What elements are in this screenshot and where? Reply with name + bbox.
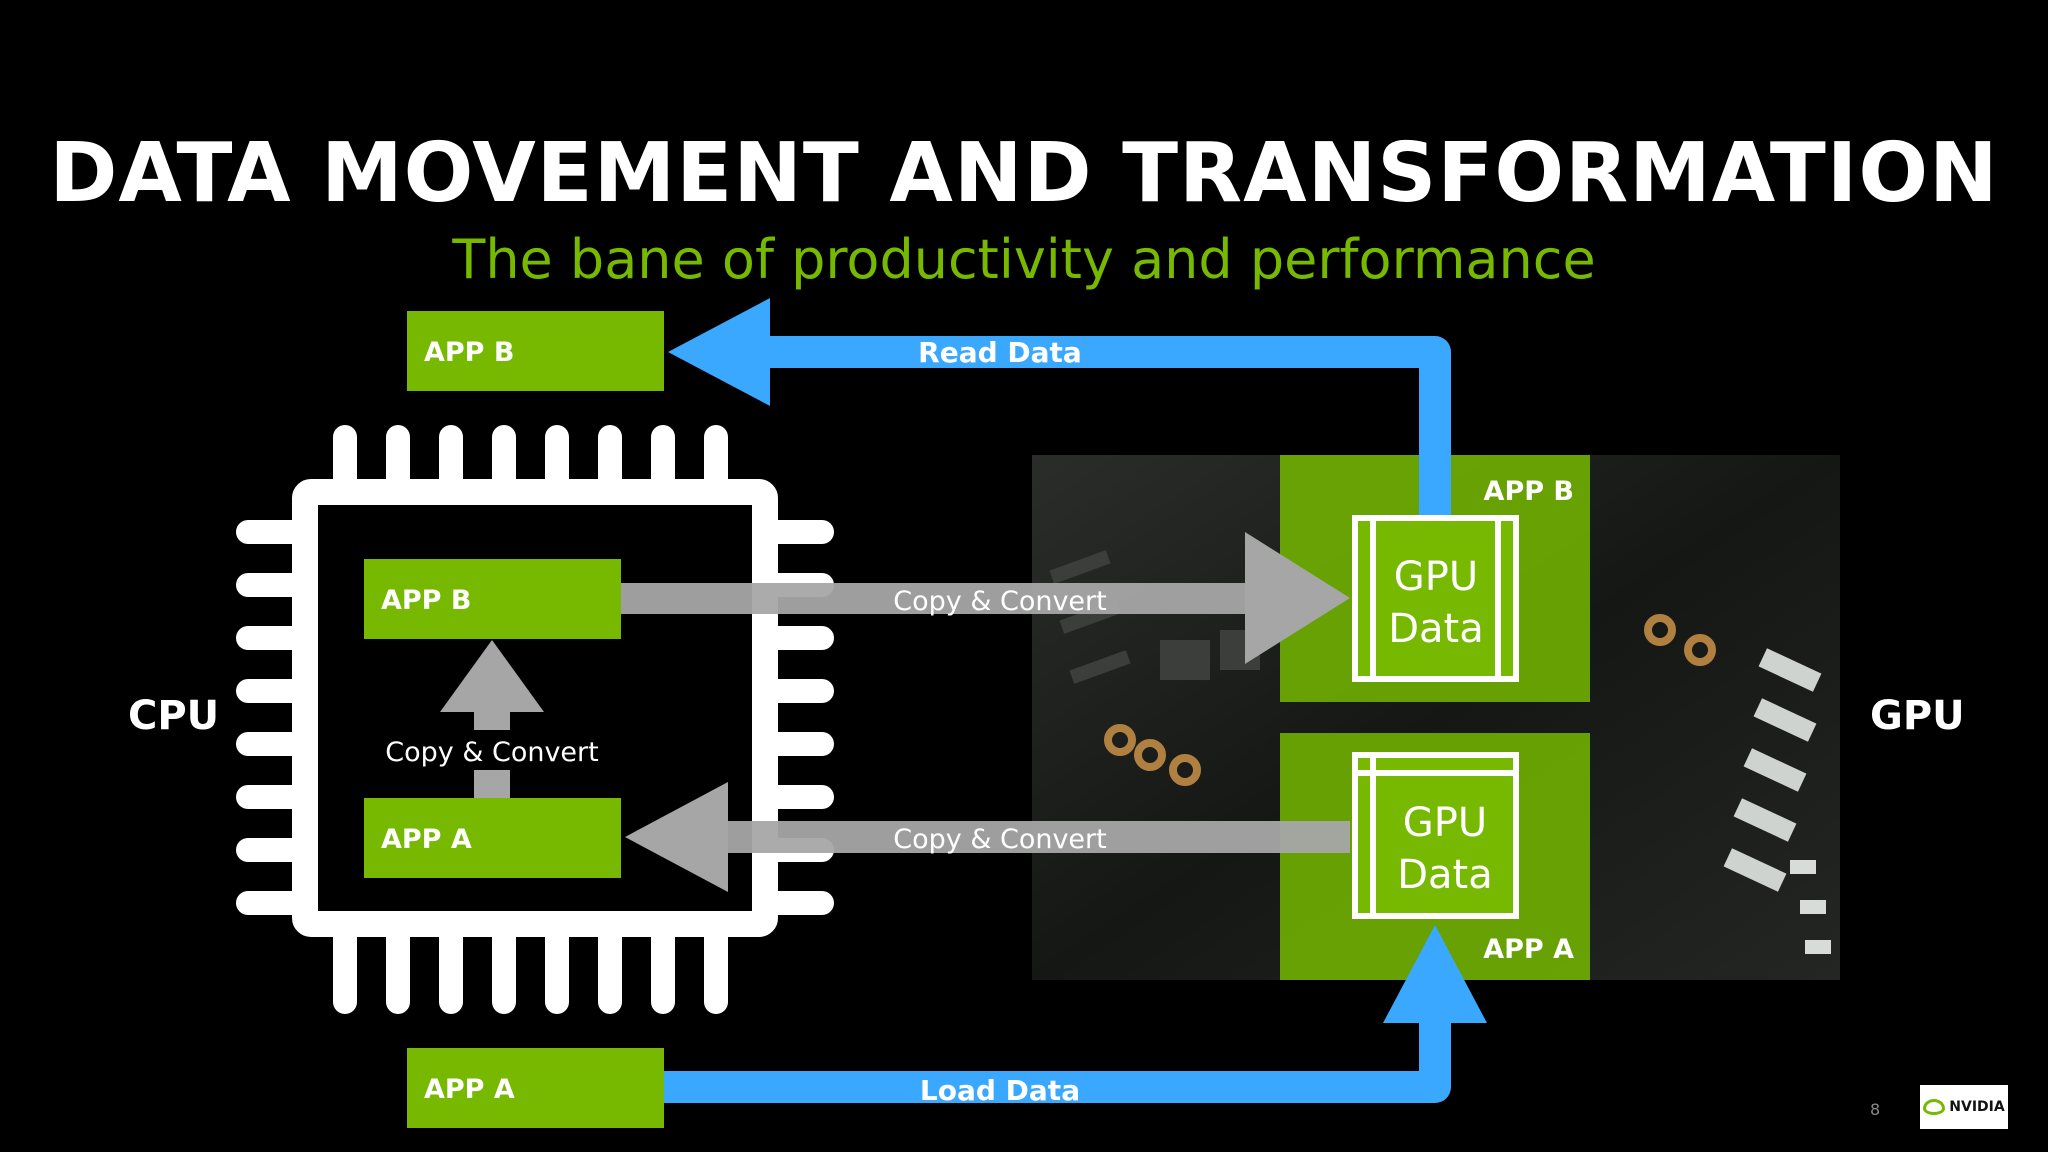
nvidia-eye-icon <box>1923 1099 1946 1115</box>
copy-convert-bottom-arrow <box>625 782 1350 892</box>
app-a-bottom-box <box>407 1048 664 1128</box>
page-number: 8 <box>1870 1100 1881 1119</box>
cpu-label: CPU <box>128 693 220 739</box>
slide-subtitle: The bane of productivity and performance <box>452 228 1596 291</box>
gpu-data-top-line2: Data <box>1388 606 1484 652</box>
gpu-data-top-line1: GPU <box>1394 554 1478 600</box>
copy-convert-top-arrow <box>620 532 1350 664</box>
inner-copy-convert-label: Copy & Convert <box>385 737 598 768</box>
cpu-app-a-label: APP A <box>381 824 472 855</box>
load-data-label: Load Data <box>920 1074 1080 1107</box>
gpu-app-a-label: APP A <box>1483 934 1574 965</box>
read-data-label: Read Data <box>918 336 1082 369</box>
cpu-app-b-box <box>364 559 621 639</box>
app-b-top-label: APP B <box>424 337 514 368</box>
cpu-chip <box>236 425 834 1014</box>
gpu-data-bottom-line1: GPU <box>1403 800 1487 846</box>
inner-copy-convert-arrow <box>440 640 544 798</box>
copy-convert-top-label: Copy & Convert <box>893 586 1106 617</box>
nvidia-logo: NVIDIA <box>1920 1085 2008 1129</box>
read-data-arrow <box>668 298 1451 530</box>
gpu-data-bottom-box <box>1352 752 1519 919</box>
gpu-data-bottom-line2: Data <box>1397 852 1493 898</box>
slide-title: DATA MOVEMENT AND TRANSFORMATION <box>49 126 1999 221</box>
load-data-arrow <box>660 925 1487 1103</box>
copy-convert-bottom-label: Copy & Convert <box>893 824 1106 855</box>
cpu-app-b-label: APP B <box>381 585 471 616</box>
app-a-bottom-label: APP A <box>424 1074 515 1105</box>
app-b-top-box <box>407 311 664 391</box>
gpu-label: GPU <box>1870 693 1965 739</box>
gpu-app-b-label: APP B <box>1484 476 1574 507</box>
cpu-app-a-box <box>364 798 621 878</box>
gpu-data-top-box <box>1352 515 1519 682</box>
nvidia-wordmark: NVIDIA <box>1949 1099 2005 1115</box>
